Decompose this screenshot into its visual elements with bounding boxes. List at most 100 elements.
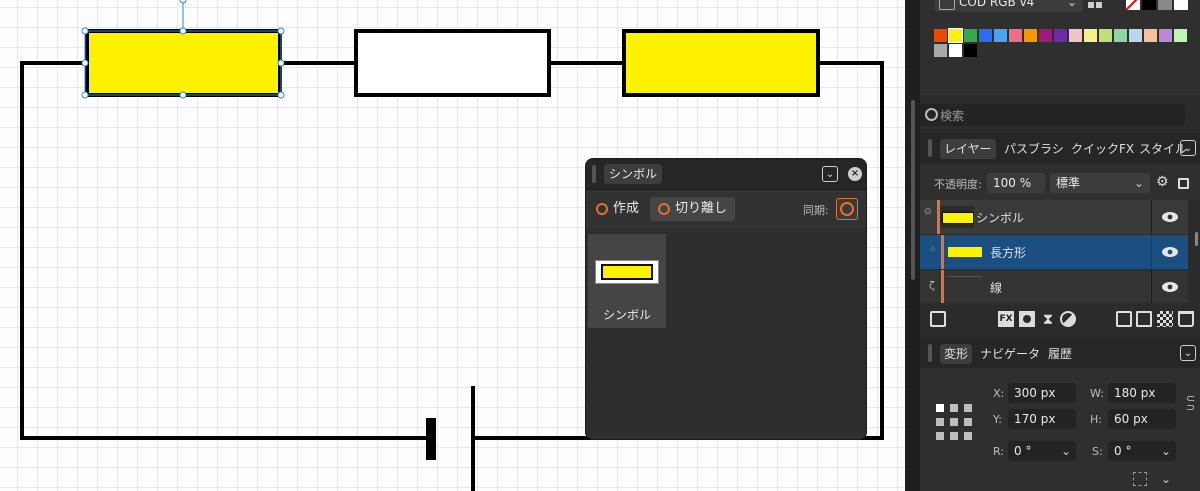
opacity-field[interactable]: 100 % — [987, 173, 1045, 193]
create-symbol-icon — [596, 203, 608, 215]
battery-positive-plate — [471, 386, 475, 491]
symbols-panel: シンボル ⌄ × 作成 切り離し 同期: シンボル — [585, 158, 867, 440]
color-swatch[interactable] — [1024, 29, 1037, 42]
color-swatch[interactable] — [934, 44, 947, 57]
chevron-down-icon[interactable]: ⌄ — [822, 166, 838, 182]
tab-history[interactable]: 履歴 — [1048, 347, 1073, 361]
color-swatch[interactable] — [1129, 29, 1142, 42]
circuit-diagram — [20, 0, 884, 491]
layer-row-symbol[interactable]: ⊙ シンボル — [920, 200, 1188, 234]
color-swatch[interactable] — [1174, 29, 1187, 42]
resistor-1 — [85, 29, 282, 97]
drag-grip-icon[interactable] — [928, 139, 932, 157]
color-swatch[interactable] — [1039, 29, 1052, 42]
h-field[interactable]: 60 px — [1108, 409, 1176, 429]
chevron-down-icon: ⌄ — [1160, 444, 1171, 458]
white-swatch[interactable] — [1174, 0, 1188, 10]
symbols-toolbar: 作成 切り離し 同期: — [586, 190, 866, 228]
detach-symbol-icon — [658, 203, 670, 215]
visibility-toggle[interactable] — [1151, 235, 1188, 269]
expand-icon[interactable]: ⊙ — [924, 207, 932, 217]
tab-quickfx[interactable]: クイックFX — [1071, 142, 1135, 156]
no-fill-swatch[interactable] — [1125, 0, 1140, 11]
color-swatch[interactable] — [1069, 29, 1082, 42]
visibility-toggle[interactable] — [1151, 200, 1188, 234]
color-swatch[interactable] — [964, 29, 977, 42]
color-swatch[interactable] — [934, 29, 947, 42]
tab-symbols[interactable]: シンボル — [604, 164, 663, 184]
detach-symbol-button[interactable]: 切り離し — [650, 197, 736, 221]
color-swatch[interactable] — [1099, 29, 1112, 42]
search-placeholder: 検索 — [940, 109, 965, 123]
color-swatch[interactable] — [948, 28, 963, 43]
hourglass-icon[interactable]: ⧗ — [1042, 310, 1054, 328]
layers-scrollbar[interactable] — [1195, 232, 1198, 246]
chevron-down-icon[interactable]: ⌄ — [1180, 345, 1196, 361]
drag-grip-icon[interactable] — [592, 165, 596, 183]
fx-icon[interactable]: FX — [998, 311, 1014, 327]
color-swatch[interactable] — [994, 29, 1007, 42]
color-swatch[interactable] — [1054, 29, 1067, 42]
tab-style[interactable]: スタイル — [1139, 142, 1188, 156]
drawing-canvas[interactable]: シンボル ⌄ × 作成 切り離し 同期: シンボル — [0, 0, 905, 491]
eye-icon — [1162, 212, 1178, 222]
sync-toggle-button[interactable] — [836, 198, 858, 220]
layer-thumbnail — [948, 276, 982, 298]
drag-grip-icon[interactable] — [928, 344, 932, 362]
tab-layers[interactable]: レイヤー — [940, 139, 996, 159]
create-symbol-button[interactable]: 作成 — [596, 198, 639, 220]
black-swatch[interactable] — [1142, 0, 1156, 10]
x-field[interactable]: 300 px — [1008, 383, 1076, 403]
chevron-down-icon[interactable]: ⌄ — [1161, 472, 1172, 486]
add-pixel-layer-icon[interactable] — [1116, 311, 1132, 327]
color-swatch[interactable] — [1159, 29, 1172, 42]
grey-swatch[interactable] — [1158, 0, 1172, 10]
color-swatch[interactable] — [1144, 29, 1157, 42]
symbols-panel-header[interactable]: シンボル ⌄ × — [586, 159, 866, 190]
color-swatch[interactable] — [979, 29, 992, 42]
blend-mode-select[interactable]: 標準 ⌄ — [1050, 173, 1150, 193]
search-icon — [925, 108, 938, 121]
color-swatch[interactable] — [1114, 29, 1127, 42]
color-swatch[interactable] — [964, 44, 977, 57]
folder-icon[interactable] — [1136, 311, 1152, 327]
gear-icon — [939, 0, 955, 10]
link-icon[interactable]: ⊂⊃ — [1186, 392, 1196, 414]
swatch-search[interactable]: 検索 — [920, 104, 1185, 126]
layer-row-rectangle[interactable]: ⁘ 長方形 — [920, 235, 1188, 269]
anchor-selector[interactable] — [936, 404, 972, 440]
trash-icon[interactable] — [1178, 311, 1194, 327]
transform-origin-icon[interactable] — [1133, 472, 1147, 486]
layer-row-line[interactable]: ζ 線 — [920, 270, 1188, 304]
checker-icon[interactable] — [1157, 311, 1173, 327]
lock-icon[interactable] — [1178, 178, 1189, 189]
color-swatch[interactable] — [1009, 29, 1022, 42]
mask-icon[interactable] — [1019, 311, 1035, 327]
palette-dropdown[interactable]: COD RGB v4 ⌄ — [935, 0, 1083, 12]
grid-view-icon[interactable] — [1088, 0, 1104, 10]
layers-panel-header: レイヤー パスブラシ クイックFX スタイル ⌄ — [920, 133, 1200, 163]
tab-navigator[interactable]: ナビゲータ — [980, 347, 1041, 361]
close-icon[interactable]: × — [848, 167, 862, 181]
layer-thumbnail — [940, 206, 974, 228]
tab-transform[interactable]: 変形 — [940, 344, 973, 364]
symbol-marker — [937, 200, 940, 234]
color-swatch[interactable] — [949, 44, 962, 57]
gear-icon[interactable]: ⚙ — [1156, 174, 1169, 190]
w-field[interactable]: 180 px — [1108, 383, 1176, 403]
chevron-down-icon[interactable]: ⌄ — [1180, 140, 1196, 156]
edit-icon[interactable] — [930, 311, 946, 327]
color-swatch[interactable] — [1084, 29, 1097, 42]
w-label: W: — [1090, 387, 1104, 400]
y-field[interactable]: 170 px — [1008, 409, 1076, 429]
rotation-field[interactable]: 0 ° ⌄ — [1008, 441, 1076, 461]
symbol-tile[interactable]: シンボル — [588, 234, 666, 328]
tab-pathbrush[interactable]: パスブラシ — [1004, 142, 1064, 156]
visibility-toggle[interactable] — [1151, 270, 1188, 304]
opacity-label: 不透明度: — [934, 178, 982, 191]
shear-field[interactable]: 0 ° ⌄ — [1108, 441, 1176, 461]
studio-scrollbar[interactable] — [911, 100, 915, 280]
swatches-panel: COD RGB v4 ⌄ — [920, 0, 1200, 95]
adjustment-icon[interactable] — [1060, 311, 1076, 327]
circuit-wire-main — [20, 61, 430, 440]
